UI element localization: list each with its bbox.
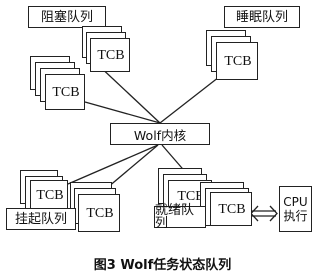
ready-tcb-2-label: TCB bbox=[218, 202, 246, 217]
sleep-queue-label: 睡眠队列 bbox=[224, 6, 300, 28]
wolf-kernel: Wolf内核 bbox=[110, 123, 210, 145]
blocked-tcb-2-label: TCB bbox=[52, 85, 80, 100]
wolf-kernel-label: Wolf内核 bbox=[133, 127, 187, 143]
line-kernel-to-blocked-a bbox=[95, 62, 161, 124]
blocked-tcb-1-label: TCB bbox=[97, 48, 125, 63]
cpu-label: CPU bbox=[283, 194, 308, 209]
sleep-tcb-1-label: TCB bbox=[224, 54, 252, 69]
suspend-tcb-1-label: TCB bbox=[36, 188, 64, 203]
cpu-execute-label: 执行 bbox=[283, 209, 308, 223]
line-kernel-to-blocked-b bbox=[84, 101, 161, 124]
sleep-queue-text: 睡眠队列 bbox=[235, 9, 288, 25]
ready-queue-text: 就绪队列 bbox=[155, 203, 195, 231]
blocked-tcb-2: TCB bbox=[45, 74, 85, 110]
suspend-queue-label: 挂起队列 bbox=[6, 208, 76, 230]
suspend-tcb-2-label: TCB bbox=[86, 206, 114, 221]
figure-caption: 图3 Wolf任务状态队列 bbox=[93, 258, 232, 273]
line-kernel-to-suspend-a bbox=[67, 144, 159, 185]
blocked-queue-text: 阻塞队列 bbox=[40, 9, 93, 25]
ready-tcb-1-label: TCB bbox=[177, 189, 205, 204]
blocked-tcb-1: TCB bbox=[90, 38, 130, 72]
double-arrow-heads bbox=[250, 205, 278, 222]
suspend-tcb-2: TCB bbox=[78, 194, 120, 232]
blocked-queue-label: 阻塞队列 bbox=[28, 6, 106, 28]
ready-queue-label: 就绪队列 bbox=[154, 203, 206, 231]
sleep-tcb-1: TCB bbox=[216, 42, 258, 80]
suspend-tcb-1: TCB bbox=[30, 180, 68, 210]
arrow-right-head bbox=[269, 205, 278, 222]
ready-tcb-2: TCB bbox=[210, 192, 252, 226]
suspend-queue-text: 挂起队列 bbox=[14, 211, 67, 227]
cpu-execute-box: CPU 执行 bbox=[279, 186, 312, 232]
